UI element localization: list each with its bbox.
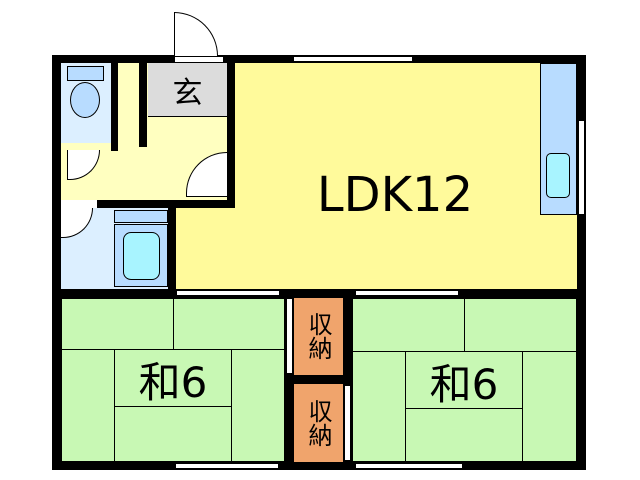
wall (52, 462, 586, 470)
tatami-mat (464, 298, 577, 352)
wall (111, 63, 118, 151)
closet-top-label: 収納 (304, 312, 332, 360)
entry-door-opening (174, 56, 224, 63)
closet-bottom (294, 384, 343, 462)
window (175, 463, 279, 469)
tatami-mat (114, 406, 232, 462)
washitsu-right-label: 和6 (429, 359, 499, 409)
wall (61, 289, 577, 298)
ldk-room (227, 63, 577, 290)
wall (285, 375, 352, 384)
tatami-mat (231, 349, 285, 462)
tatami-mat (61, 298, 174, 350)
tatami-mat (352, 298, 465, 352)
toilet-tank (67, 66, 104, 81)
bathtub-basin (123, 232, 160, 280)
wall (168, 200, 176, 298)
closet-top (294, 297, 343, 375)
tatami-mat (352, 351, 406, 462)
sliding-door (355, 290, 459, 296)
toilet-bowl (70, 82, 100, 118)
kitchen-sink (546, 153, 570, 198)
washitsu-left-label: 和6 (138, 357, 208, 407)
wall (52, 55, 61, 470)
closet-bottom-label: 収納 (304, 399, 332, 447)
tatami-mat (405, 408, 523, 462)
window (355, 463, 463, 469)
window (293, 56, 413, 62)
entrance-label: 玄 (172, 76, 203, 111)
wall (577, 55, 586, 470)
ldk-label: LDK12 (316, 167, 474, 223)
sliding-door (176, 290, 280, 296)
wall (139, 63, 147, 147)
wall (227, 63, 235, 208)
bathtub-cover (114, 210, 168, 223)
tatami-mat (173, 298, 285, 350)
window (578, 120, 585, 215)
entrance (148, 63, 227, 117)
wall (97, 200, 235, 208)
ldk-room-lower (176, 200, 236, 290)
closet-sliding-door (286, 298, 293, 374)
closet-sliding-door (344, 385, 351, 461)
entry-door-swing (174, 12, 218, 56)
tatami-mat (522, 351, 577, 462)
tatami-mat (61, 349, 115, 462)
